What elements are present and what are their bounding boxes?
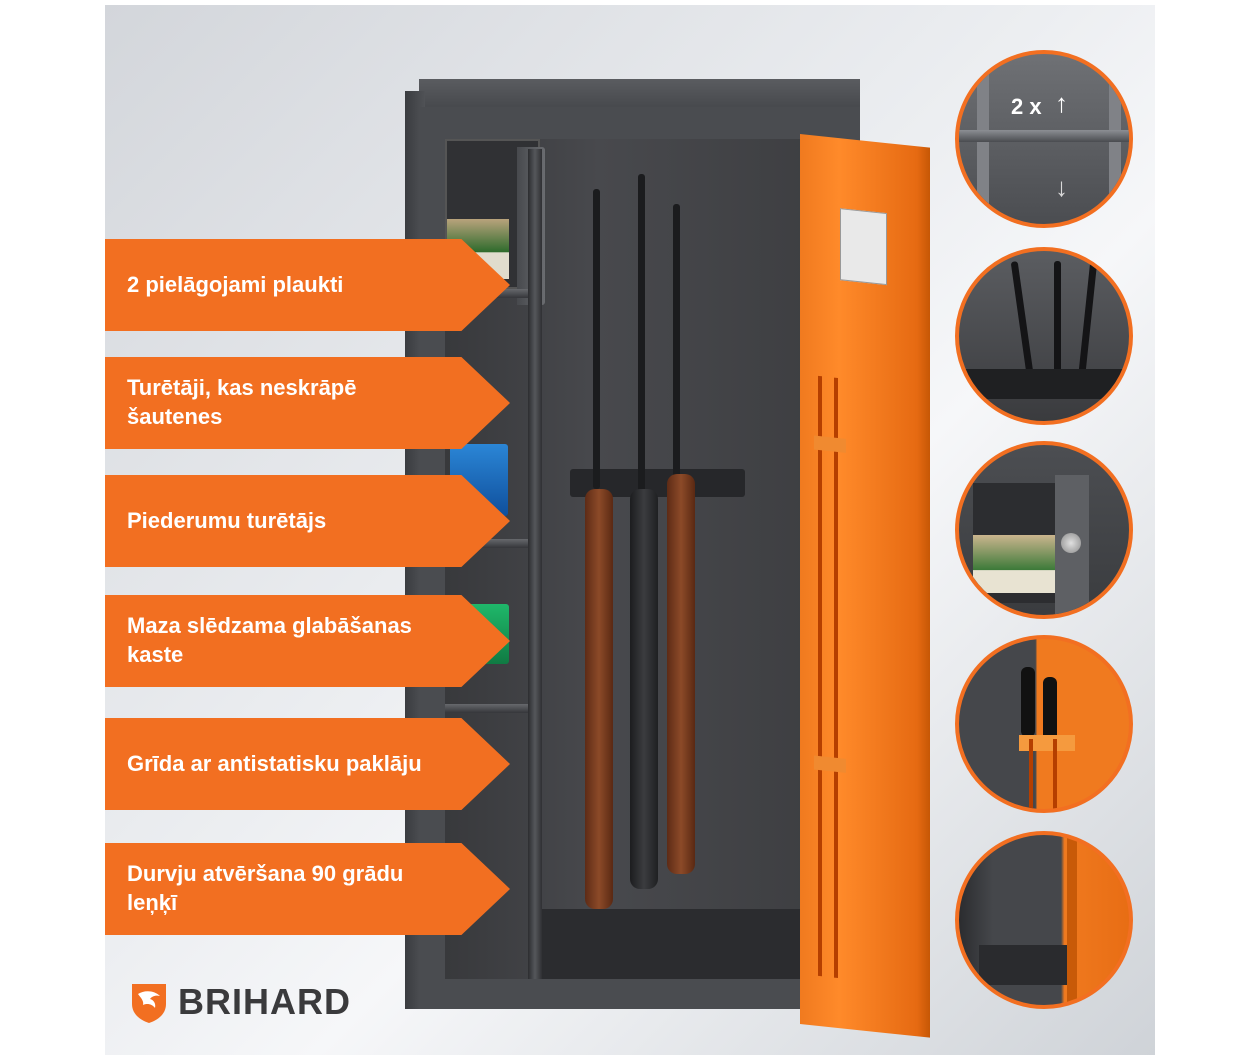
safe-door bbox=[800, 134, 930, 1038]
cleaning-rod-handle bbox=[1021, 667, 1035, 737]
rifle bbox=[630, 489, 658, 889]
rifle-barrel bbox=[1010, 261, 1035, 381]
callout-label: Turētāji, kas neskrāpē šautenes bbox=[127, 375, 357, 429]
shelf bbox=[445, 704, 540, 713]
detail-rifle-holders bbox=[955, 247, 1133, 425]
rifle bbox=[585, 489, 613, 909]
callout-label: Durvju atvēršana 90 grādu leņķī bbox=[127, 861, 404, 915]
brand-name: BRIHARD bbox=[178, 981, 351, 1022]
compartment-inner bbox=[973, 483, 1063, 603]
lock-icon bbox=[1061, 533, 1081, 553]
callout-lockable-box: Maza slēdzama glabāšanas kaste bbox=[105, 595, 510, 687]
shelf-count-label: 2 x bbox=[1011, 94, 1042, 119]
door-rod bbox=[834, 377, 838, 978]
shelf-bar bbox=[959, 130, 1129, 142]
callout-adjustable-shelves: 2 pielāgojami plaukti bbox=[105, 239, 510, 331]
antistatic-carpet bbox=[979, 945, 1069, 985]
product-image: 2 pielāgojami plaukti Turētāji, kas nesk… bbox=[105, 5, 1155, 1055]
detail-adjustable-shelves: 2 x ↑ ↓ bbox=[955, 50, 1133, 228]
callout-antistatic-floor: Grīda ar antistatisku paklāju bbox=[105, 718, 510, 810]
safe-top bbox=[419, 79, 860, 109]
callout-accessory-holder: Piederumu turētājs bbox=[105, 475, 510, 567]
arrow-down-icon: ↓ bbox=[1055, 172, 1068, 202]
door-rod bbox=[1053, 739, 1057, 809]
rifle-barrel bbox=[1054, 261, 1061, 381]
rifle-barrel bbox=[593, 189, 600, 489]
callout-rifle-holders: Turētāji, kas neskrāpē šautenes bbox=[105, 357, 510, 449]
door-rod bbox=[818, 375, 822, 977]
eagle-shield-icon bbox=[132, 984, 166, 1023]
door-rod bbox=[1029, 739, 1033, 809]
rifle-barrel bbox=[638, 174, 645, 494]
callout-label: Piederumu turētājs bbox=[127, 507, 327, 533]
detail-door-opening bbox=[955, 831, 1133, 1009]
divider-wall bbox=[528, 149, 542, 979]
shelf bbox=[445, 539, 540, 548]
door-edge bbox=[1067, 835, 1077, 1005]
type-plate bbox=[840, 208, 887, 286]
ammo-box bbox=[973, 535, 1055, 593]
rifle-barrel bbox=[1077, 260, 1098, 382]
rifle-rack bbox=[959, 369, 1129, 399]
antistatic-carpet bbox=[542, 909, 830, 979]
cleaning-rod-handle bbox=[1043, 677, 1057, 747]
callout-label: 2 pielāgojami plaukti bbox=[127, 271, 344, 297]
brand-logo: BRIHARD bbox=[128, 980, 351, 1024]
detail-accessory-holder bbox=[955, 635, 1133, 813]
rifle bbox=[667, 474, 695, 874]
arrow-up-icon: ↑ bbox=[1055, 88, 1068, 118]
callout-door-opening: Durvju atvēršana 90 grādu leņķī bbox=[105, 843, 510, 935]
rifle-barrel bbox=[673, 204, 680, 494]
callout-label: Maza slēdzama glabāšanas kaste bbox=[127, 613, 412, 667]
callout-label: Grīda ar antistatisku paklāju bbox=[127, 750, 422, 776]
accessory-holder bbox=[1019, 735, 1075, 751]
detail-lockable-compartment bbox=[955, 441, 1133, 619]
